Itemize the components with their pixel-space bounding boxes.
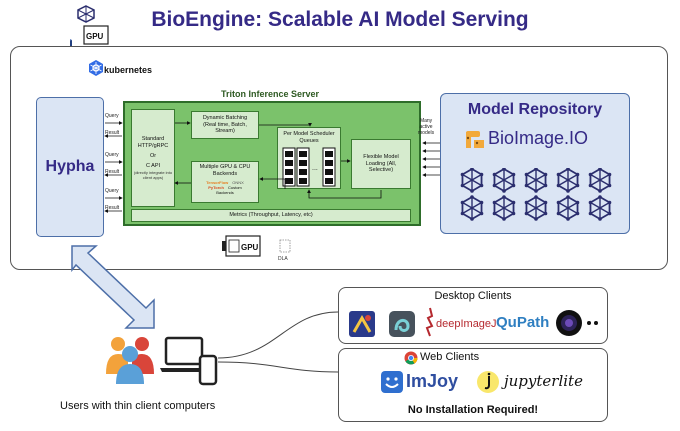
desktop-clients-box <box>338 287 608 344</box>
triton-inference-server: Standard HTTP/gRPC Or C API (directly in… <box>123 101 421 226</box>
backends-label: Backends <box>216 189 234 195</box>
pytorch-logo: PyTorch <box>208 184 224 190</box>
model-node-icon <box>524 168 548 193</box>
loading-line: Selective) <box>368 167 394 174</box>
many-models-line: models <box>418 130 435 136</box>
gpu-card-icon: GPU <box>222 235 261 257</box>
napari-icon <box>349 311 375 337</box>
model-node-icon <box>588 195 612 221</box>
model-node-icon <box>460 195 484 221</box>
model-node-icon <box>556 168 580 193</box>
query-result-arrows <box>104 121 123 213</box>
scheduler-line: Queues <box>299 137 319 144</box>
model-repository-title: Model Repository <box>467 101 603 118</box>
jupyterlite-logo: jupyterlite <box>504 372 583 390</box>
kubernetes-label: kubernetes <box>104 65 153 75</box>
model-node-icon <box>492 168 516 193</box>
many-models-label: Many active models <box>418 118 434 136</box>
queue-icons: ... <box>282 147 336 187</box>
backends-box: Multiple GPU & CPU Backends TensorFlow O… <box>191 161 259 203</box>
query-label: Query <box>105 152 119 158</box>
api-note: (directly integrate into client apps) <box>133 169 173 180</box>
web-clients-title: Web Clients <box>420 351 480 363</box>
imjoy-icon <box>381 371 403 393</box>
kubernetes-icon <box>89 60 103 76</box>
dynamic-batching-box: Dynamic Batching (Real time, Batch, Stre… <box>191 111 259 139</box>
svg-text:GPU: GPU <box>86 32 104 41</box>
microscope-icon <box>425 307 434 337</box>
desktop-clients-title: Desktop Clients <box>434 290 512 302</box>
svg-text:GPU: GPU <box>241 243 259 252</box>
model-loading-box: Flexible Model Loading (All, Selective) <box>351 139 411 189</box>
users-icon <box>106 337 154 384</box>
web-clients-box <box>338 348 608 422</box>
bioimage-io-logo: BioImage.IO <box>488 128 589 148</box>
no-installation-note: No Installation Required! <box>407 404 539 416</box>
loading-line: Loading (All, <box>365 160 397 167</box>
custom-backend-label: Custom <box>227 184 242 190</box>
hypha-users-arrow <box>71 245 155 329</box>
client-connectors <box>217 311 339 373</box>
api-line: Or <box>149 153 157 159</box>
model-node-icon <box>588 168 612 193</box>
api-line: Standard <box>141 136 165 143</box>
scheduler-queues-box: Per Model Scheduler Queues ... <box>277 127 341 189</box>
scheduler-line: Per Model Scheduler <box>283 131 335 137</box>
triton-title: Triton Inference Server <box>220 89 320 99</box>
qupath-logo: QuPath <box>496 314 550 331</box>
giraffe-icon <box>466 131 484 148</box>
batching-line: Dynamic Batching <box>202 114 248 121</box>
api-line: C API <box>145 162 161 169</box>
result-label: Result <box>105 130 120 136</box>
many-models-line: active <box>419 124 433 130</box>
jupyterlite-icon <box>477 371 499 393</box>
model-node-icon <box>460 168 484 193</box>
query-label: Query <box>105 188 119 194</box>
triton-flow-arrows <box>174 121 382 199</box>
api-line: HTTP/gRPC <box>137 143 169 150</box>
laptop-phone-icon <box>160 336 218 386</box>
hypha-server: Hypha <box>36 97 104 237</box>
model-node-grid <box>460 168 612 221</box>
tensorflow-logo: TensorFlow <box>206 179 229 185</box>
onnx-logo: ONNX <box>232 179 244 185</box>
backend-logos: TensorFlow ONNX <box>206 180 244 185</box>
query-label: Query <box>105 113 119 119</box>
svg-text:...: ... <box>312 165 318 172</box>
api-box: Standard HTTP/gRPC Or C API (directly in… <box>131 109 175 207</box>
metrics-bar: Metrics (Throughput, Latency, etc) <box>131 209 411 222</box>
many-models-line: Many <box>419 118 433 124</box>
camera-lens-icon <box>556 310 598 336</box>
gpu-card-icon: GPU <box>83 25 109 45</box>
backend-logos: PyTorch Custom <box>208 185 242 190</box>
batching-line: Stream) <box>215 128 235 135</box>
model-load-arrows <box>422 141 440 177</box>
dla-label: DLA <box>278 256 288 262</box>
chrome-icon <box>404 351 418 365</box>
model-node-icon <box>492 195 516 221</box>
dla-chip-icon <box>279 239 291 253</box>
users-label: Users with thin client computers <box>60 400 216 412</box>
backends-line: Multiple GPU & CPU <box>199 164 251 170</box>
model-node-icon <box>556 195 580 221</box>
ilastik-icon <box>389 311 415 337</box>
result-label: Result <box>105 169 120 175</box>
imjoy-logo: ImJoy <box>406 371 459 391</box>
model-node-icon <box>77 5 95 23</box>
page-title: BioEngine: Scalable AI Model Serving <box>151 8 529 31</box>
backends-line: Backends <box>212 170 238 177</box>
loading-line: Flexible Model <box>363 153 399 160</box>
model-node-icon <box>524 195 548 221</box>
batching-line: (Real time, Batch, <box>203 121 247 128</box>
deepimagej-logo: deepImageJ <box>436 318 497 330</box>
result-label: Result <box>105 205 120 211</box>
